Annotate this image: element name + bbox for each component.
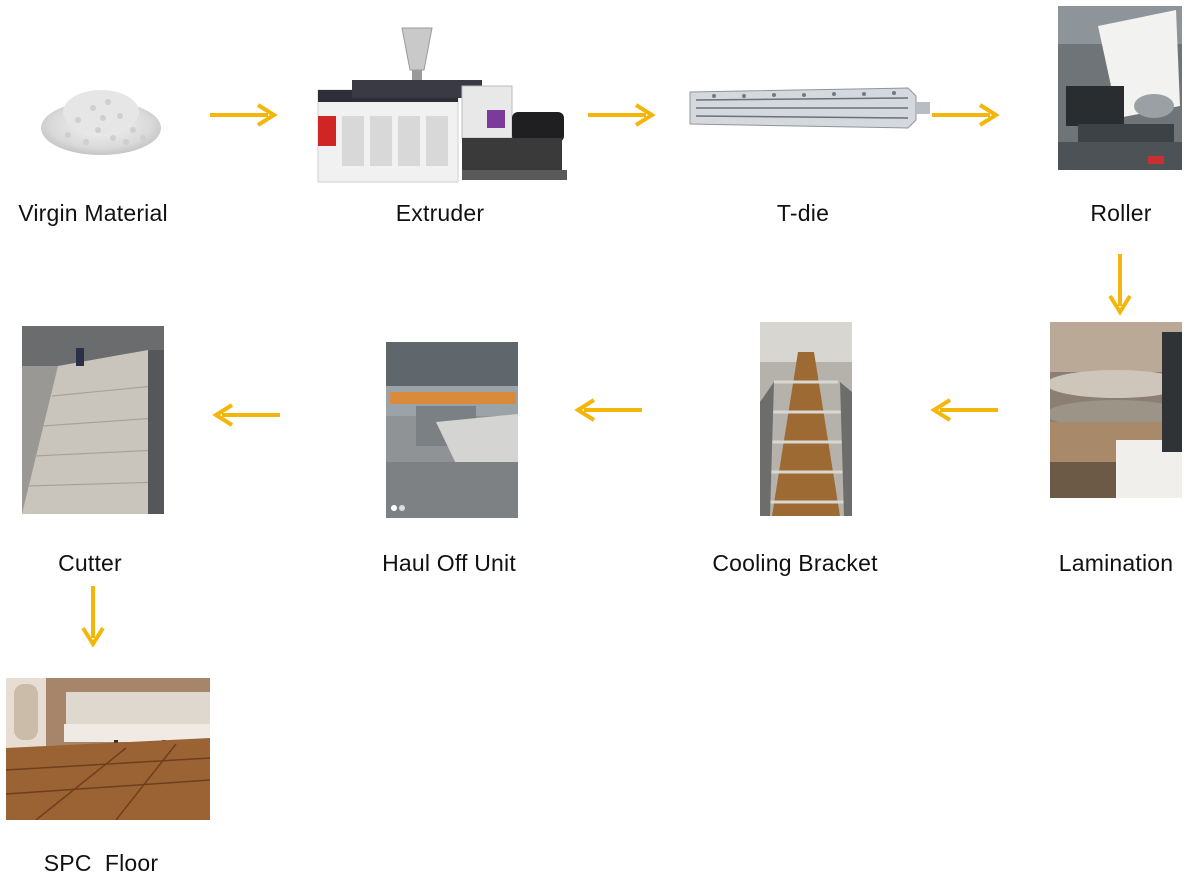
- cooling-bracket-label: Cooling Bracket: [712, 550, 878, 576]
- haul-off-unit-image: [386, 342, 518, 518]
- arrow-left-2: [574, 398, 642, 422]
- cutter-label: Cutter: [58, 550, 122, 576]
- arrow-right-1: [210, 103, 278, 127]
- arrow-left-3: [212, 403, 280, 427]
- t-die-image: [684, 84, 930, 134]
- roller-image: [1058, 6, 1182, 170]
- arrow-left-1: [930, 398, 998, 422]
- extruder-image: [312, 20, 580, 188]
- virgin-material-image: [38, 80, 164, 158]
- spc-floor-label: SPC Floor: [43, 850, 159, 876]
- haul-off-unit-label: Haul Off Unit: [382, 550, 516, 576]
- arrow-right-3: [932, 103, 1000, 127]
- roller-label: Roller: [1090, 200, 1152, 226]
- lamination-image: [1050, 322, 1182, 498]
- spc-floor-image: [6, 678, 210, 820]
- arrow-down-1: [1108, 254, 1132, 316]
- t-die-label: T-die: [776, 200, 830, 226]
- virgin-material-label: Virgin Material: [18, 200, 168, 226]
- cutter-image: [22, 326, 164, 514]
- extruder-label: Extruder: [395, 200, 485, 226]
- arrow-down-2: [81, 586, 105, 648]
- lamination-label: Lamination: [1058, 550, 1174, 576]
- cooling-bracket-image: [760, 322, 852, 516]
- arrow-right-2: [588, 103, 656, 127]
